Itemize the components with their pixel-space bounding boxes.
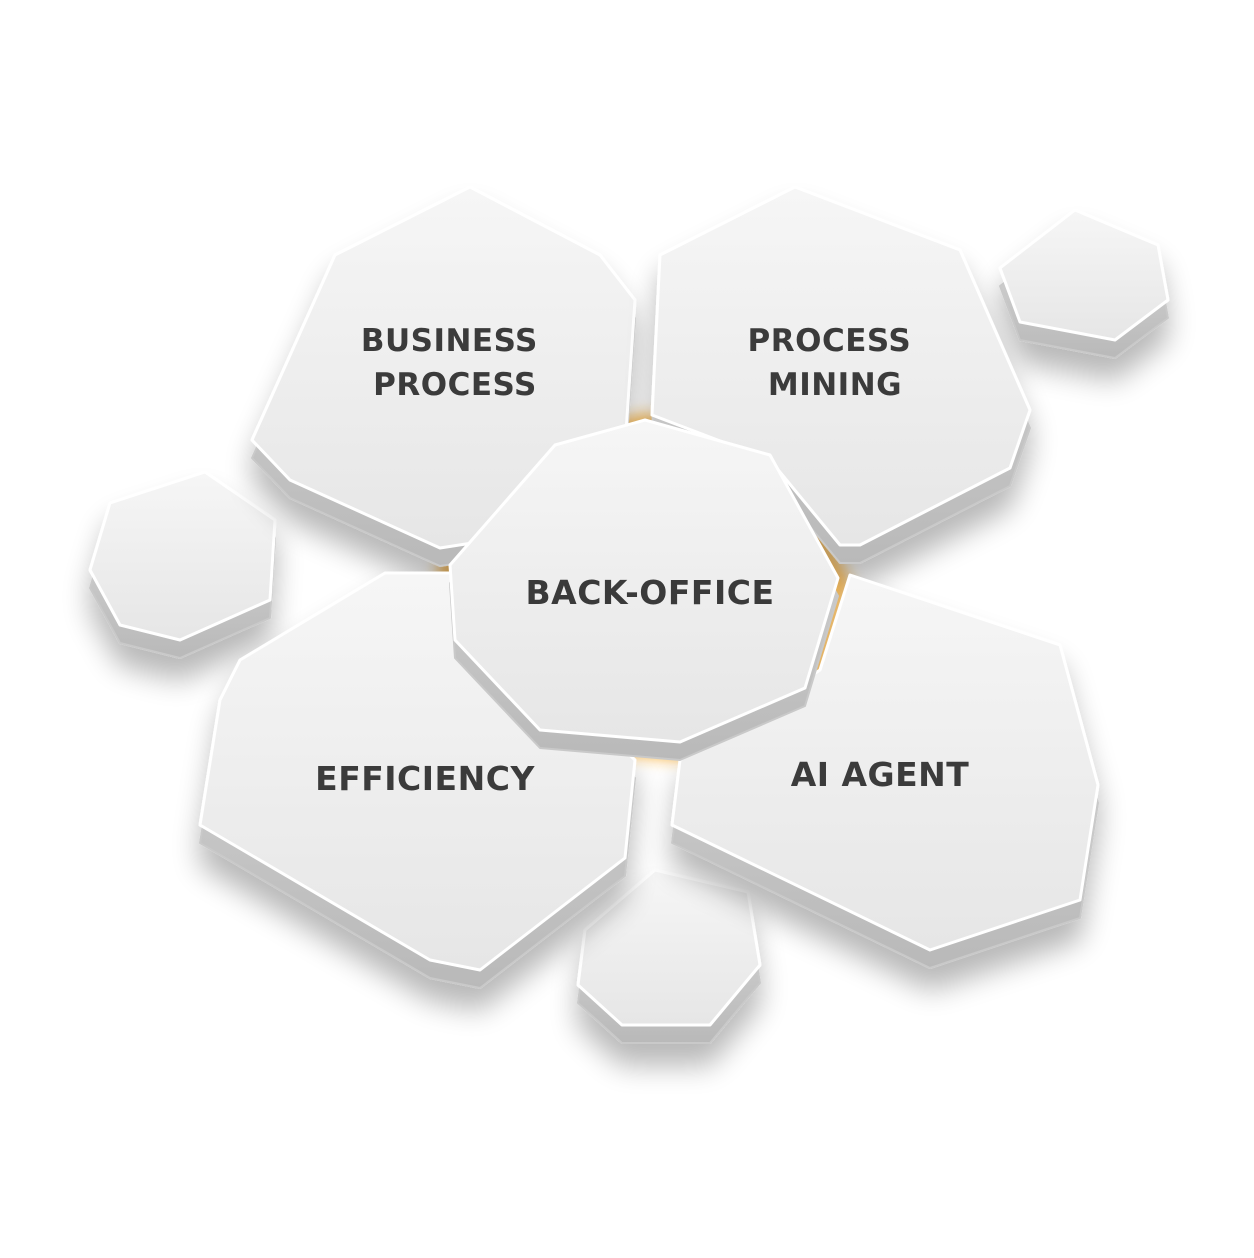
tile-process-mining-line-2: MINING (768, 367, 902, 403)
decorative-hexagon-bottom-face (576, 868, 762, 1027)
center-octagon: BACK-OFFICE (448, 418, 840, 761)
center-octagon-face (448, 418, 840, 744)
tile-business-process-label: BUSINESS PROCESS (361, 323, 549, 403)
tile-ai-agent-label: AI AGENT (791, 755, 970, 794)
tile-ai-agent: AI AGENT (670, 573, 1100, 969)
decorative-hexagon-top-right-face (998, 208, 1170, 342)
tile-business-process-line-1: BUSINESS (361, 323, 538, 359)
decorative-hexagon-top-right (998, 208, 1170, 359)
decorative-hexagon-bottom (576, 868, 762, 1044)
tile-ai-agent-line-1: AI AGENT (791, 755, 970, 794)
decorative-hexagon-left-face (88, 470, 277, 642)
tile-efficiency-line-1: EFFICIENCY (315, 759, 535, 798)
tile-business-process-line-2: PROCESS (373, 367, 537, 403)
tile-efficiency-label: EFFICIENCY (315, 759, 535, 798)
decorative-hexagon-left (88, 470, 277, 659)
tile-process-mining-label: PROCESS MINING (748, 323, 923, 403)
center-octagon-line-1: BACK-OFFICE (526, 573, 775, 612)
tile-process-mining-line-1: PROCESS (748, 323, 912, 359)
center-octagon-label: BACK-OFFICE (526, 573, 775, 612)
tile-ai-agent-face (670, 573, 1100, 952)
tile-process-mining: PROCESS MINING (650, 185, 1032, 564)
